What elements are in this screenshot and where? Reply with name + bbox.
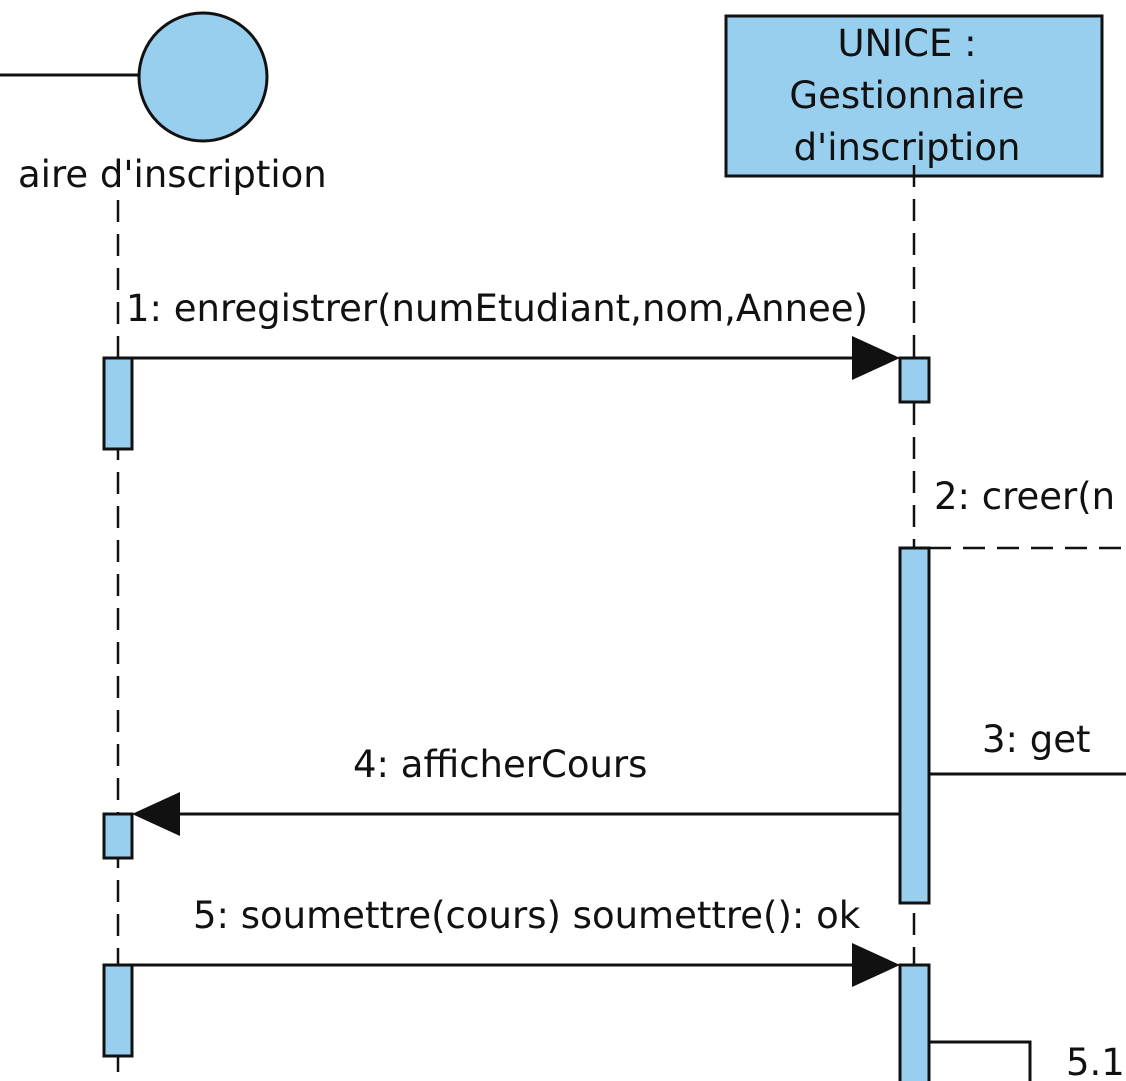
control-activation-2 <box>898 546 931 905</box>
control-activation-1 <box>898 356 931 404</box>
control-label-line1: UNICE : <box>837 22 976 65</box>
control-object-box: UNICE : Gestionnaire d'inscription <box>724 14 1104 178</box>
boundary-activation-2 <box>102 812 134 860</box>
message-3-label: 3: get <box>982 718 1091 761</box>
message-1-arrowhead <box>852 336 900 380</box>
message-4-label: 4: afficherCours <box>353 743 647 786</box>
boundary-icon <box>137 11 269 143</box>
message-5-arrowhead <box>852 943 900 987</box>
message-1-label: 1: enregistrer(numEtudiant,nom,Annee) <box>126 287 868 330</box>
boundary-activation-1 <box>102 356 134 451</box>
message-5-1-label: 5.1 <box>1066 1041 1125 1081</box>
message-2-label: 2: creer(n <box>934 475 1115 518</box>
message-5-1-self-call <box>929 1040 1032 1081</box>
message-4-arrowhead <box>132 792 180 836</box>
boundary-activation-3 <box>102 963 134 1058</box>
boundary-lifeline-head: aire d'inscription <box>0 11 327 196</box>
control-label-line3: d'inscription <box>794 126 1021 169</box>
control-activation-3 <box>898 963 931 1081</box>
control-label-line2: Gestionnaire <box>789 74 1024 117</box>
boundary-label: aire d'inscription <box>18 153 327 196</box>
message-5-label: 5: soumettre(cours) soumettre(): ok <box>193 894 861 937</box>
